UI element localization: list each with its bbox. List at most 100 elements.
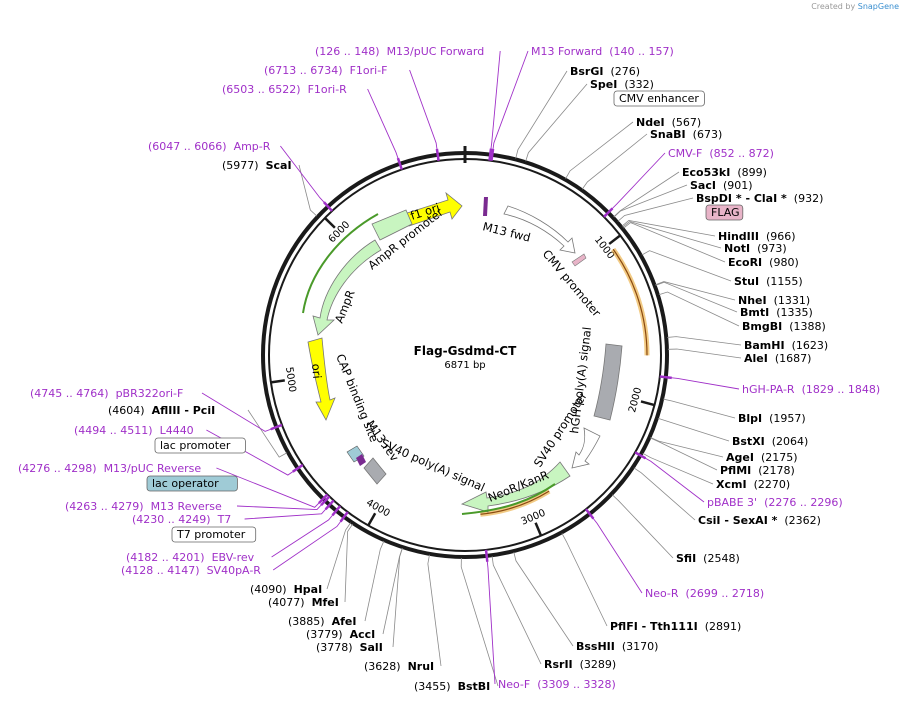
primer-range: (4230 .. 4249) — [132, 513, 211, 526]
primer-range: (4276 .. 4298) — [18, 462, 97, 475]
site-name: BspDI * - ClaI * — [696, 192, 787, 205]
primer-leader — [272, 514, 346, 571]
site-position: (901) — [723, 179, 753, 192]
boxed-feature-label: lac operator — [152, 477, 219, 490]
site-position: (673) — [693, 128, 723, 141]
site-name: RsrII — [544, 658, 573, 671]
boxed-feature-frame — [171, 526, 257, 543]
primer-range: (2699 .. 2718) — [686, 587, 765, 600]
primer-label: (4494 .. 4511)L4440 — [74, 424, 194, 437]
site-name: EcoRI — [728, 256, 762, 269]
neor-green-line — [461, 483, 556, 515]
primer-name: Amp-R — [234, 140, 271, 153]
site-name: HpaI — [294, 583, 323, 596]
primer-leader — [638, 453, 705, 503]
site-name: NdeI — [636, 116, 665, 129]
primer-label: CMV-F(852 .. 872) — [668, 147, 774, 160]
sv40-polya-feature — [363, 457, 387, 485]
primer-leader-lines — [201, 50, 740, 685]
scale-tick — [608, 234, 622, 245]
primer-leader — [489, 50, 501, 157]
boxed-feature-frame — [146, 475, 238, 492]
site-label: XcmI(2270) — [716, 478, 790, 491]
primer-name: CMV-F — [668, 147, 702, 160]
snapgene-brand: SnapGene — [857, 2, 899, 11]
site-label: (3885) AfeI — [288, 615, 356, 628]
site-label: PflFI - Tth111I(2891) — [610, 620, 741, 633]
site-label: RsrII(3289) — [544, 658, 616, 671]
site-labels: BsrGI(276)SpeI(332)NdeI(567)SnaBI(673)Ec… — [108, 65, 828, 693]
primer-leader — [244, 503, 332, 520]
site-name: MfeI — [312, 596, 339, 609]
site-label: CsiI - SexAI * (2362) — [698, 514, 821, 527]
site-position: (3170) — [622, 640, 659, 653]
site-leader — [364, 540, 385, 622]
site-leader — [344, 523, 353, 603]
site-position: (3778) — [316, 641, 353, 654]
site-name: SacI — [690, 179, 716, 192]
site-name: SpeI — [590, 78, 617, 91]
site-position: (332) — [624, 78, 654, 91]
site-label: PflMI(2178) — [720, 464, 795, 477]
site-position: (899) — [737, 166, 767, 179]
primer-leader — [280, 145, 330, 209]
site-label: (4090)HpaI — [250, 583, 322, 596]
site-leader-lines — [247, 70, 742, 687]
site-label: BspDI * - ClaI *(932) — [696, 192, 823, 205]
site-label: BsrGI(276) — [570, 65, 640, 78]
site-position: (973) — [757, 242, 787, 255]
site-leader — [460, 557, 499, 687]
primer-range: (4745 .. 4764) — [30, 387, 109, 400]
cmv-promoter-label: CMV promoter — [540, 247, 604, 320]
primer-range: (4182 .. 4201) — [126, 551, 205, 564]
site-position: (2362) — [784, 514, 821, 527]
scale-tick-label: 5000 — [283, 366, 297, 393]
sv40-polya-label: SV40 poly(A) signal — [379, 436, 487, 494]
site-leader — [642, 452, 714, 485]
site-position: (2891) — [705, 620, 742, 633]
site-leader — [561, 533, 608, 627]
site-position: (1957) — [769, 412, 806, 425]
site-name: SfiI — [676, 552, 696, 565]
site-leader — [650, 437, 718, 471]
site-name: AgeI — [726, 451, 754, 464]
primer-label: (6503 .. 6522)F1ori-R — [222, 83, 347, 96]
site-label: Eco53kI(899) — [682, 166, 767, 179]
site-leader — [581, 133, 648, 190]
scale-tick — [534, 522, 543, 537]
flag-inner-feature — [571, 253, 587, 267]
primer-name: EBV-rev — [212, 551, 255, 564]
primer-label: (4230 .. 4249)T7 — [132, 513, 231, 526]
site-position: (1388) — [789, 320, 826, 333]
primer-name: Neo-R — [645, 587, 679, 600]
site-label: NdeI (567) — [636, 116, 701, 129]
site-name: StuI — [734, 275, 759, 288]
site-label: SacI (901) — [690, 179, 753, 192]
site-label: (5977)ScaI — [222, 159, 292, 172]
site-position: (3885) — [288, 615, 325, 628]
m13-fwd-label: M13 fwd — [481, 219, 532, 244]
site-leader — [623, 222, 726, 263]
site-label: BssHII (3170) — [576, 640, 658, 653]
site-label: SfiI(2548) — [676, 552, 740, 565]
site-name: CsiI - SexAI * — [698, 514, 778, 527]
boxed-feature-label: FLAG — [711, 206, 740, 219]
site-name: AfeI — [332, 615, 357, 628]
site-leader — [247, 409, 288, 458]
site-leader — [392, 548, 403, 648]
site-label: BmtI(1335) — [740, 306, 813, 319]
site-position: (567) — [672, 116, 702, 129]
primer-label: (4745 .. 4764)pBR322ori-F — [30, 387, 183, 400]
scale-tick-label: 1000 — [592, 234, 616, 261]
ampr-green-line — [302, 213, 379, 314]
site-leader — [650, 437, 724, 458]
site-leader — [515, 70, 568, 159]
site-position: (276) — [610, 65, 640, 78]
primer-name: F1ori-F — [350, 64, 388, 77]
site-name: BssHII — [576, 640, 615, 653]
scale-tick — [640, 400, 655, 407]
site-leader — [633, 467, 696, 521]
site-leader — [427, 554, 442, 667]
site-leader — [655, 281, 736, 301]
